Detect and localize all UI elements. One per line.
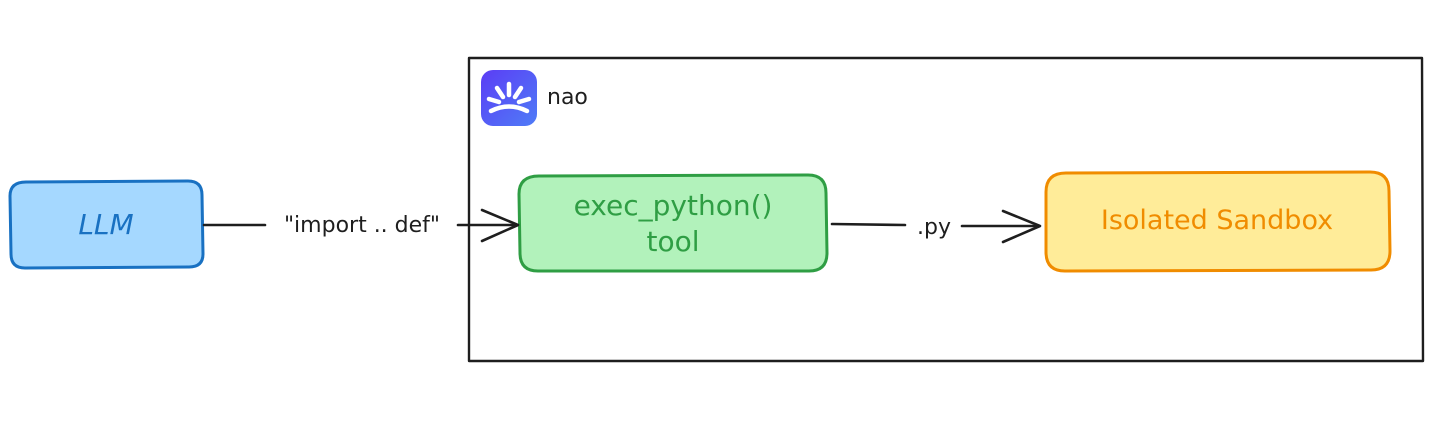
edge-label-import-def: "import .. def" [284, 213, 440, 238]
edge-tool-to-sandbox: .py [830, 209, 1042, 244]
nao-logo-icon [481, 70, 537, 126]
llm-node[interactable]: LLM [8, 179, 205, 270]
tool-label: tool [646, 225, 699, 258]
sandbox-label: Isolated Sandbox [1101, 205, 1333, 236]
exec-python-label: exec_python() [574, 189, 773, 222]
edge-label-py: .py [917, 215, 951, 240]
app-name: nao [547, 85, 588, 110]
isolated-sandbox-node[interactable]: Isolated Sandbox [1044, 170, 1392, 273]
edge-llm-to-tool: "import .. def" [202, 208, 520, 243]
nao-container [467, 56, 1425, 363]
llm-label: LLM [78, 208, 133, 241]
arrowhead-icon [480, 208, 520, 243]
arrowhead-icon [1001, 209, 1042, 244]
exec-python-tool-node[interactable]: exec_python() tool [517, 173, 829, 273]
